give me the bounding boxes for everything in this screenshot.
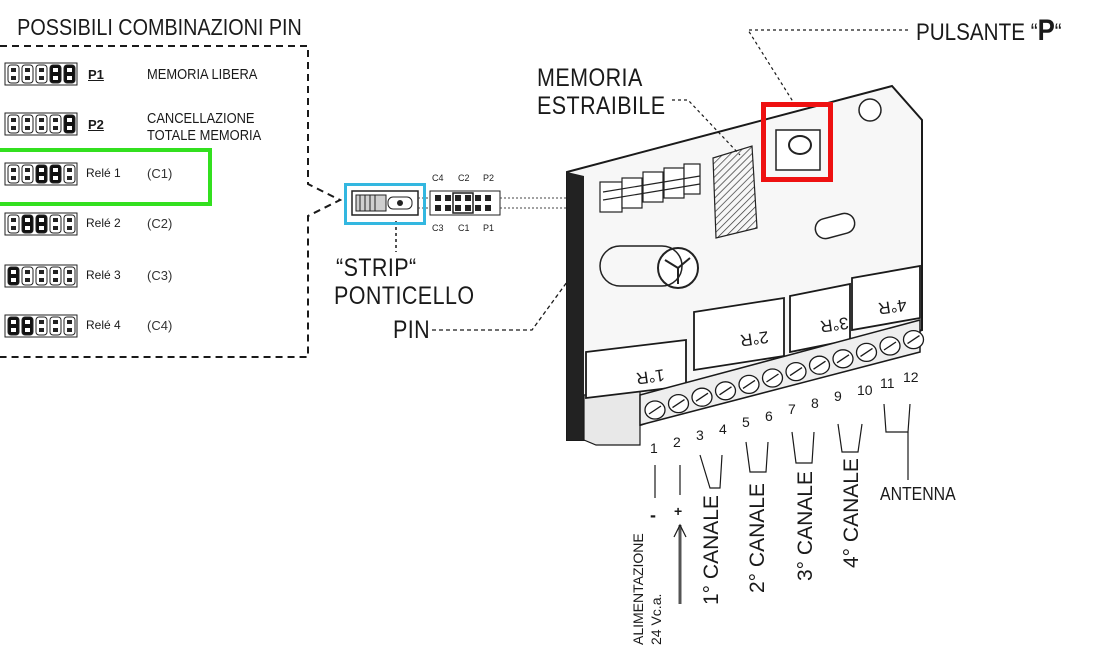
legend-row-code: Relé 4 [86, 318, 121, 332]
relay-label: 1°R [634, 365, 666, 388]
legend-row-desc: MEMORIA LIBERA [147, 66, 258, 83]
pin-combination-icon [4, 112, 78, 136]
relay1-row-highlight [0, 148, 212, 206]
board-edge [567, 172, 584, 440]
removable-label: ESTRAIBILE [537, 92, 666, 120]
channel-1-label: 1° CANALE [700, 495, 723, 605]
legend-frame [0, 45, 343, 358]
antenna-label: ANTENNA [880, 484, 956, 504]
terminal-number: 7 [788, 401, 796, 417]
relay-label: 4°R [876, 295, 908, 318]
power-voltage-label: 24 Vc.a. [648, 593, 664, 645]
legend-row-desc: (C2) [147, 216, 173, 231]
pin-combination-icon [4, 314, 78, 338]
button-label: PULSANTE “P“ [916, 14, 1062, 47]
strip-label: “STRIP“ [336, 254, 417, 282]
strip-highlight [344, 183, 426, 225]
memory-module [712, 145, 758, 239]
terminal-wires [654, 403, 911, 604]
header-label-p1: P1 [483, 223, 495, 233]
legend-row: Relé 2 (C2) [0, 210, 300, 246]
terminal-number: 12 [903, 368, 919, 385]
pin-label: PIN [393, 316, 431, 344]
pin-combination-icon [4, 62, 78, 86]
legend-row-code: Relé 1 [86, 166, 121, 180]
header-label-c4: C4 [432, 173, 444, 183]
memory-label: MEMORIA [537, 64, 643, 92]
pin-combination-icon [4, 162, 78, 186]
terminal-screws [644, 329, 925, 420]
terminal-number: 4 [719, 420, 727, 437]
terminal-number: 6 [765, 407, 773, 424]
legend-row: Relé 1 (C1) [0, 160, 300, 196]
mounting-hole [858, 98, 882, 122]
header-label-c1: C1 [458, 223, 470, 233]
relay-label: 3°R [818, 313, 850, 336]
legend-row-desc: CANCELLAZIONE [147, 110, 255, 127]
p-button-icon [775, 129, 821, 171]
legend-row: P1 MEMORIA LIBERA [0, 60, 300, 96]
terminal-number: 5 [742, 414, 750, 430]
legend-row-desc: (C3) [147, 268, 173, 283]
power-label: ALIMENTAZIONE [630, 533, 646, 645]
terminal-number: 10 [857, 381, 873, 398]
legend-row-code: Relé 2 [86, 216, 121, 230]
terminal-number: 1 [650, 440, 658, 456]
crystal-icon [814, 212, 856, 240]
minus-sign: - [650, 505, 656, 525]
board-jumper-pins [599, 163, 701, 213]
relay-label: 2°R [738, 327, 770, 350]
strip-jumper-icon [351, 190, 419, 216]
p-button-highlight [761, 102, 833, 182]
terminal-number: 9 [834, 388, 842, 404]
legend-row-desc: (C4) [147, 318, 173, 333]
channel-4-label: 4° CANALE [840, 458, 863, 568]
channel-3-label: 3° CANALE [794, 471, 817, 581]
header-label-c3: C3 [432, 223, 444, 233]
legend-row-code: P2 [88, 117, 104, 132]
header-label-p2: P2 [483, 173, 495, 183]
legend-row-code: P1 [88, 67, 104, 82]
pin-combination-icon [4, 264, 78, 288]
terminal-number: 2 [673, 433, 681, 450]
legend-row-desc-line2: TOTALE MEMORIA [147, 127, 262, 144]
channel-2-label: 2° CANALE [746, 483, 769, 593]
terminal-number: 11 [880, 375, 895, 391]
legend-title: POSSIBILI COMBINAZIONI PIN [17, 14, 302, 40]
terminal-number: 8 [811, 394, 819, 411]
legend-row-code: Relé 3 [86, 268, 121, 282]
legend-row: Relé 3 (C3) [0, 262, 300, 298]
pin-combination-icon [4, 212, 78, 236]
ponticello-label: PONTICELLO [334, 282, 475, 310]
header-label-c2: C2 [458, 173, 470, 183]
pin-header-icon [429, 190, 501, 216]
legend-row-desc: (C1) [147, 166, 173, 181]
legend-row: Relé 4 (C4) [0, 312, 300, 348]
terminal-number: 3 [696, 427, 704, 443]
plus-sign: + [674, 503, 683, 519]
